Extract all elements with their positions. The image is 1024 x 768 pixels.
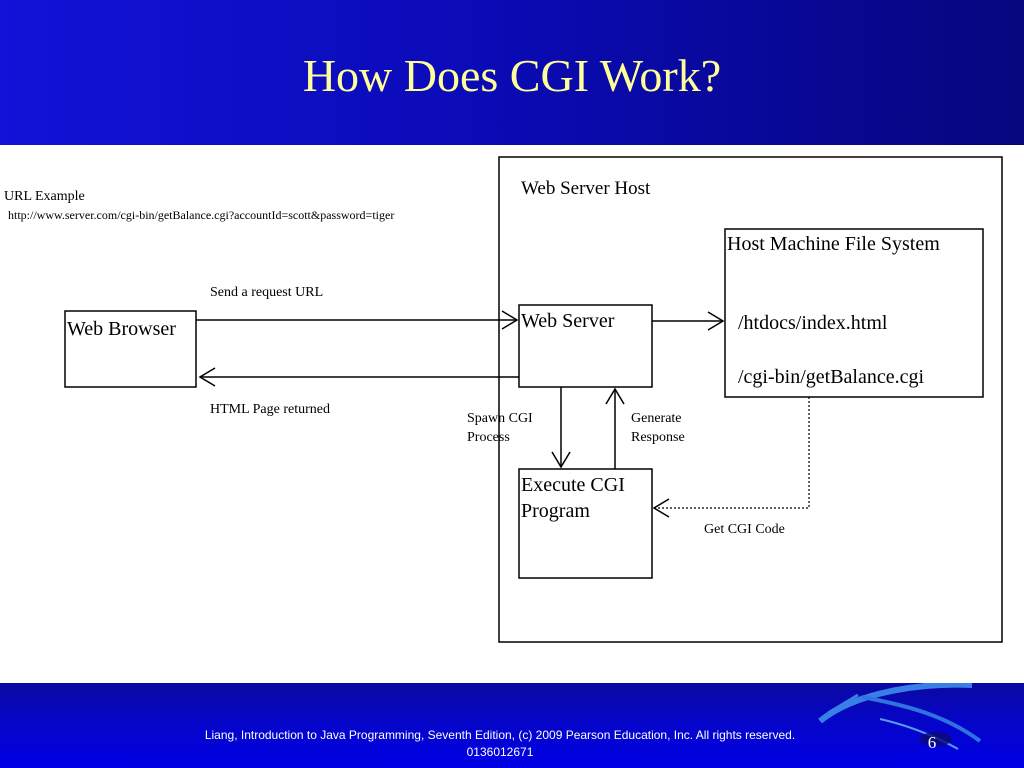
web-server-label: Web Server xyxy=(521,310,615,332)
url-example-label: URL Example xyxy=(4,189,85,204)
htdocs-path: /htdocs/index.html xyxy=(738,312,888,334)
slide-title: How Does CGI Work? xyxy=(302,50,722,101)
spawn-cgi-arrow xyxy=(551,387,571,469)
generate-response-label-line1: Generate xyxy=(631,411,682,426)
web-browser-label: Web Browser xyxy=(67,318,176,340)
web-server-host-box xyxy=(498,156,1003,643)
cgi-diagram xyxy=(64,156,1003,643)
swoosh-decoration xyxy=(818,683,982,750)
generate-response-arrow xyxy=(605,387,625,469)
file-system-arrow xyxy=(652,311,725,331)
spawn-cgi-label-line2: Process xyxy=(467,430,510,445)
footer-copyright: Liang, Introduction to Java Programming,… xyxy=(204,728,796,759)
web-server-host-label: Web Server Host xyxy=(521,178,651,199)
send-request-label: Send a request URL xyxy=(210,285,324,300)
request-arrow xyxy=(196,310,519,330)
html-returned-label: HTML Page returned xyxy=(210,402,330,417)
web-server-box xyxy=(518,304,653,388)
generate-response-label-line2: Response xyxy=(631,430,685,445)
spawn-cgi-label-line1: Spawn CGI xyxy=(467,411,533,426)
web-browser-box xyxy=(64,310,197,388)
get-cgi-code-arrow xyxy=(652,397,810,518)
get-cgi-code-label: Get CGI Code xyxy=(704,522,785,537)
file-system-label: Host Machine File System xyxy=(727,233,940,255)
header-band xyxy=(0,0,1024,145)
execute-cgi-box xyxy=(518,468,653,579)
file-system-box xyxy=(724,228,984,398)
footer-band xyxy=(0,683,1024,768)
execute-cgi-label-line2: Program xyxy=(521,500,590,522)
response-arrow xyxy=(198,367,519,387)
cgi-bin-path: /cgi-bin/getBalance.cgi xyxy=(738,366,925,388)
url-example-value: http://www.server.com/cgi-bin/getBalance… xyxy=(8,208,395,222)
page-number: 6 xyxy=(927,733,937,752)
execute-cgi-label-line1: Execute CGI xyxy=(521,474,625,496)
